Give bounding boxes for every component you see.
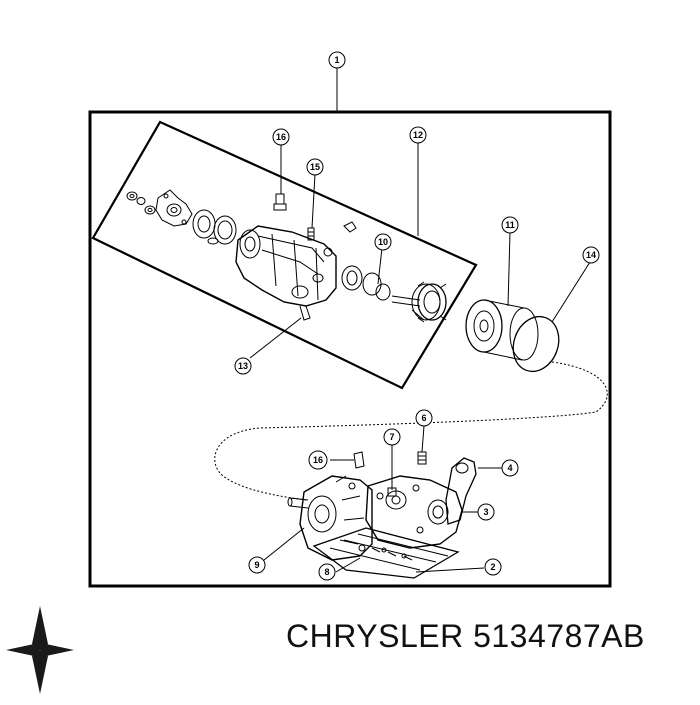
callout-16-lower: 16 [308, 450, 328, 470]
gear-shaft [391, 281, 447, 323]
outer-frame [88, 110, 612, 588]
callout-11: 11 [501, 216, 519, 234]
bolt-6 [417, 425, 427, 465]
callout-15: 15 [306, 158, 324, 176]
brand-name: CHRYSLER [286, 618, 464, 654]
inner-frame [91, 120, 478, 390]
gear-housing [299, 475, 373, 561]
leader-15 [311, 173, 316, 229]
callout-7: 7 [383, 428, 401, 446]
callout-13: 13 [234, 357, 252, 375]
callout-10-label: 10 [378, 237, 388, 247]
guide-line [214, 361, 608, 501]
callout-16-upper-label: 16 [276, 132, 286, 142]
leader-10 [377, 247, 383, 285]
callout-8-label: 8 [324, 567, 329, 577]
callout-14-label: 14 [586, 250, 596, 260]
cartridge [465, 299, 539, 361]
leader-2 [415, 567, 485, 573]
callout-3-label: 3 [483, 507, 488, 517]
part-number: 5134787AB [473, 618, 645, 654]
o-rings [341, 265, 391, 301]
seal-rings [192, 209, 237, 245]
callout-12: 12 [409, 126, 427, 144]
bolt-15 [307, 227, 315, 241]
small-fasteners-left [126, 191, 156, 215]
chrysler-pentastar-logo-icon [6, 606, 74, 694]
callout-16-lower-label: 16 [313, 455, 323, 465]
seal-ring-14 [512, 315, 560, 373]
callout-14: 14 [582, 246, 600, 264]
callout-2: 2 [484, 558, 502, 576]
bolt-upper [273, 193, 287, 211]
pitman-arm [445, 457, 477, 525]
callout-2-label: 2 [490, 562, 495, 572]
callout-6: 6 [415, 409, 433, 427]
small-clip [343, 221, 357, 233]
housing [235, 225, 337, 321]
callout-4: 4 [501, 459, 519, 477]
callout-3: 3 [477, 503, 495, 521]
callout-11-label: 11 [505, 220, 515, 230]
callout-12-label: 12 [413, 130, 423, 140]
leader-9 [263, 527, 305, 561]
callout-8: 8 [318, 563, 336, 581]
callout-13-label: 13 [238, 361, 248, 371]
leader-11 [507, 231, 511, 307]
leader-8 [335, 557, 361, 573]
callout-1: 1 [328, 51, 346, 69]
callouts: 1 16 12 15 10 11 14 13 [234, 51, 600, 581]
callout-9-label: 9 [254, 560, 259, 570]
stud-shaft [287, 497, 309, 509]
leader-13 [249, 317, 302, 359]
callout-15-label: 15 [310, 162, 320, 172]
worm-gear-block [312, 527, 460, 579]
callout-4-label: 4 [507, 463, 512, 473]
callout-9: 9 [248, 556, 266, 574]
adjuster-screw [387, 444, 397, 497]
leader-14 [551, 261, 591, 323]
callout-10: 10 [374, 233, 392, 251]
part-number-caption: CHRYSLER 5134787AB [286, 618, 696, 655]
callout-16-upper: 16 [272, 128, 290, 146]
yoke-bracket [155, 189, 193, 227]
callout-1-label: 1 [334, 55, 339, 65]
callout-7-label: 7 [389, 432, 394, 442]
bolt-lower [330, 451, 365, 469]
callout-6-label: 6 [421, 413, 426, 423]
